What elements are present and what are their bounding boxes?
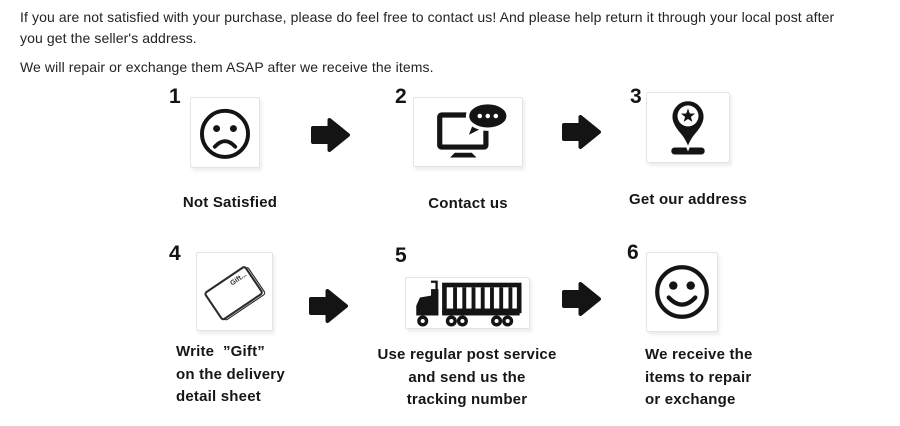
step-3-label-line: Get our address (628, 191, 748, 208)
step-5-number: 5 (395, 244, 407, 267)
arrow-right-icon (309, 289, 348, 323)
intro-paragraph-2: We will repair or exchange them ASAP aft… (20, 59, 434, 75)
step-4-label-line: on the delivery (176, 365, 285, 383)
step-3-number: 3 (630, 85, 642, 108)
arrow-right-icon (311, 118, 350, 152)
step-6-label-line: or exchange (645, 391, 736, 408)
step-1-number: 1 (169, 85, 181, 108)
step-3-label: Get our address (606, 189, 770, 212)
step-2-label-line: Contact us (428, 195, 508, 212)
intro-paragraph-1: If you are not satisfied with your purch… (20, 7, 890, 48)
step-1-label: Not Satisfied (155, 192, 305, 215)
step-2-number: 2 (395, 85, 407, 108)
arrow-right-icon (562, 282, 601, 316)
happy-face-icon (655, 265, 709, 319)
step-4-label-line: Write ”Gift” (176, 343, 265, 360)
step-6-label: We receive the items to repair or exchan… (645, 344, 753, 412)
step-5-label-line: Use regular post service (377, 346, 557, 363)
location-pin-icon (670, 98, 706, 154)
step-2-icon-box (413, 97, 523, 167)
step-5-label-line: tracking number (406, 391, 528, 408)
step-4-number: 4 (169, 242, 181, 265)
step-2-label: Contact us (398, 193, 538, 216)
intro-line-2: you get the seller's address. (20, 29, 197, 46)
step-5-label-line: and send us the (408, 368, 526, 386)
step-5-icon-box (405, 277, 530, 329)
step-1-label-line: Not Satisfied (182, 194, 278, 211)
step-3-icon-box (646, 92, 730, 163)
computer-chat-icon (437, 101, 510, 158)
step-6-label-line: items to repair (645, 368, 752, 386)
intro-line-1: If you are not satisfied with your purch… (20, 9, 835, 25)
delivery-truck-icon (416, 280, 522, 327)
gift-sheet-icon: Gift... (204, 266, 266, 321)
sad-face-icon (200, 108, 250, 159)
step-6-number: 6 (627, 241, 639, 264)
step-6-icon-box (646, 252, 718, 332)
step-1-icon-box (190, 97, 260, 168)
step-6-label-line: We receive the (645, 346, 753, 363)
arrow-right-icon (562, 115, 601, 149)
step-5-label: Use regular post service and send us the… (376, 344, 558, 412)
step-4-label-line: detail sheet (176, 388, 261, 405)
intro-text: If you are not satisfied with your purch… (20, 7, 890, 78)
step-4-label: Write ”Gift” on the delivery detail shee… (176, 341, 285, 409)
step-4-icon-box: Gift... (196, 252, 273, 331)
